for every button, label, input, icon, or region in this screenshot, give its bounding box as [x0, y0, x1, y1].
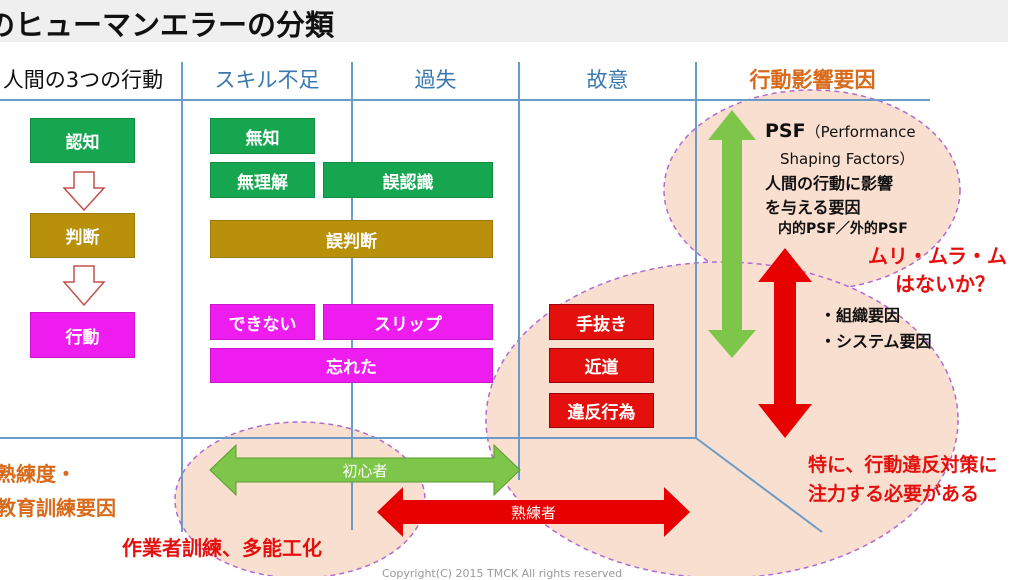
page-title: のヒューマンエラーの分類: [0, 8, 335, 42]
beginner-label: 初心者: [342, 462, 388, 480]
box-shortcut: 近道: [549, 348, 654, 383]
psf-desc-1: 人間の行動に影響: [765, 174, 894, 193]
expert-arrow: [377, 487, 690, 537]
skill-level-line-1: 熟練度・: [0, 462, 76, 486]
action-behavior: 行動: [30, 312, 135, 358]
muri-line-2: はないか？: [895, 272, 995, 296]
factor-system: ・システム要因: [820, 332, 932, 351]
action-recognition: 認知: [30, 118, 135, 163]
box-no-understanding: 無理解: [210, 162, 315, 198]
header-intent: 故意: [586, 68, 629, 92]
action-judgment: 判断: [30, 213, 135, 258]
psf-desc-2: を与える要因: [765, 198, 861, 217]
header-actions: 人間の3つの行動: [2, 68, 164, 92]
box-misrecognition: 誤認識: [323, 162, 493, 198]
emphasis-line-1: 特に、行動違反対策に: [808, 454, 998, 476]
red-vertical-arrow: [758, 248, 812, 438]
grid-lines: [0, 62, 930, 533]
box-violation: 違反行為: [549, 393, 654, 428]
muri-line-1: ムリ・ムラ・ム: [868, 244, 1007, 268]
box-cutting-corners: 手抜き: [549, 304, 654, 340]
expert-label: 熟練者: [510, 504, 556, 522]
psf-green-vertical-arrow: [708, 110, 756, 358]
header-skill: スキル不足: [214, 68, 320, 92]
skill-level-line-2: 教育訓練要因: [0, 496, 116, 520]
training-label: 作業者訓練、多能工化: [122, 536, 322, 560]
psf-abbr: PSF: [765, 120, 806, 142]
beginner-arrow: [209, 443, 521, 497]
header-mistake: 過失: [414, 68, 457, 92]
psf-full-1: （Performance: [805, 123, 916, 141]
psf-title: PSF（Performance: [765, 120, 916, 142]
psf-internal-external: 内的PSF／外的PSF: [778, 221, 908, 237]
psf-full-2: Shaping Factors）: [780, 150, 915, 168]
copyright: Copyright(C) 2015 TMCK All rights reserv…: [382, 567, 623, 580]
down-arrow-icon: [62, 265, 106, 307]
box-misjudgment: 誤判断: [210, 220, 493, 258]
title-bar: [0, 0, 1008, 42]
box-slip: スリップ: [323, 304, 493, 340]
factor-organization: ・組織要因: [820, 306, 901, 325]
header-psf: 行動影響要因: [749, 68, 876, 92]
box-ignorance: 無知: [210, 118, 315, 154]
down-arrow-icon: [62, 171, 106, 212]
box-cannot: できない: [210, 304, 315, 340]
emphasis-line-2: 注力する必要がある: [808, 483, 980, 505]
box-forgot: 忘れた: [210, 348, 493, 383]
